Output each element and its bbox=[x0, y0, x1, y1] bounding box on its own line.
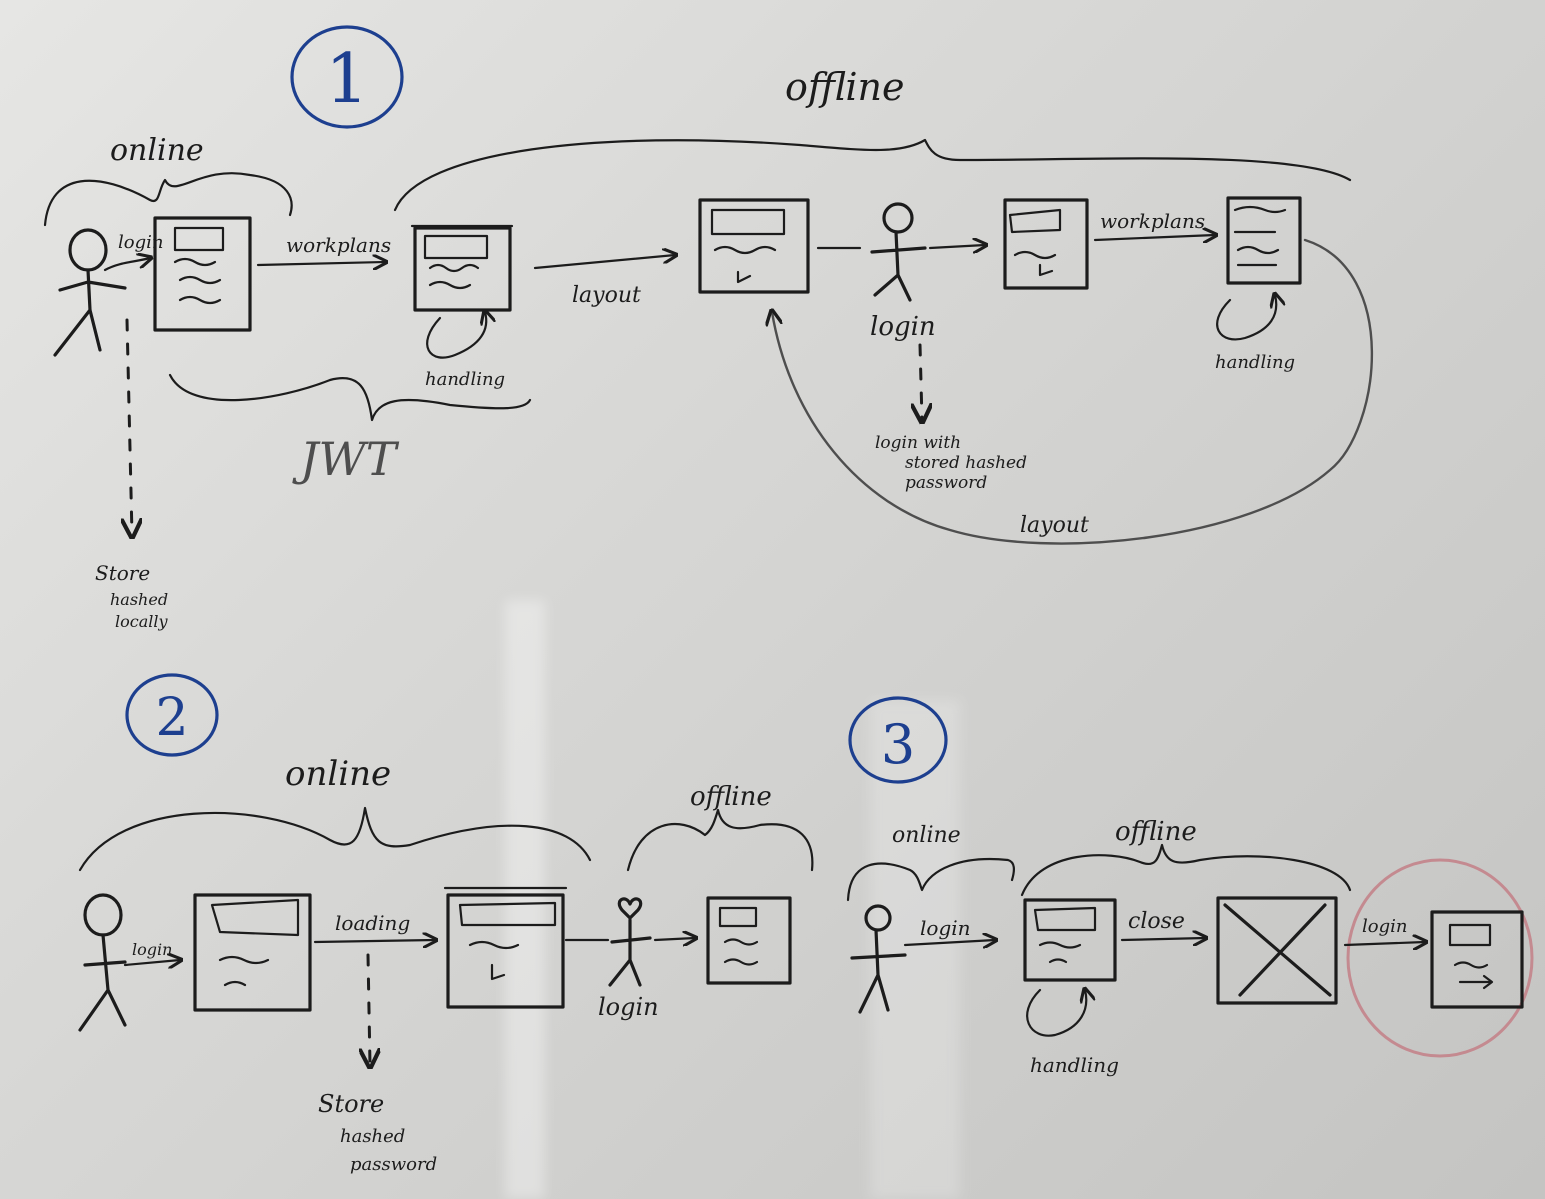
login-label-3b: login bbox=[1362, 916, 1407, 937]
layout-arrow-1 bbox=[533, 255, 675, 270]
store-label-2-line3: password bbox=[350, 1154, 437, 1175]
screen-online-3 bbox=[1023, 898, 1117, 982]
handling-label-2: handling bbox=[1215, 352, 1295, 373]
user-figure-2 bbox=[78, 893, 127, 1032]
workplans-arrow-2 bbox=[1093, 235, 1215, 240]
login-arrow-2 bbox=[123, 960, 180, 965]
online-brace bbox=[43, 172, 293, 227]
layout-label-2: layout bbox=[1020, 513, 1089, 538]
layout-loop-back bbox=[772, 238, 1374, 545]
close-label: close bbox=[1128, 909, 1185, 934]
jwt-label: JWT bbox=[292, 432, 400, 486]
login-arrow-3 bbox=[903, 940, 995, 945]
online-brace-2 bbox=[78, 806, 592, 872]
section-number-1-badge: 1 bbox=[290, 25, 404, 129]
user-figure-3 bbox=[850, 904, 907, 1014]
offline-brace-2 bbox=[626, 808, 814, 872]
light-reflection bbox=[870, 700, 960, 1199]
store-label-line2: hashed bbox=[110, 590, 168, 609]
section-number-1: 1 bbox=[325, 40, 368, 119]
login-label-3: login bbox=[920, 916, 971, 940]
store-label-line1: Store bbox=[95, 561, 150, 585]
screen-offline-workplans bbox=[1226, 196, 1302, 285]
diagram-2: 2 online offline login loading Store has… bbox=[78, 673, 814, 1175]
login-label-2-offline: login bbox=[598, 993, 659, 1021]
login-arrow-3b bbox=[1343, 942, 1425, 945]
screen-offline-login bbox=[1003, 198, 1089, 290]
offline-brace-3 bbox=[1020, 843, 1352, 897]
screen-offline-2 bbox=[706, 896, 792, 985]
login-label-offline: login bbox=[870, 312, 936, 342]
workplans-arrow-1 bbox=[256, 262, 385, 265]
screen-workplans bbox=[410, 224, 514, 312]
screen-login bbox=[153, 216, 252, 332]
section-number-3-badge: 3 bbox=[848, 696, 948, 784]
workplans-label-1: workplans bbox=[286, 233, 391, 257]
diagram-3: 3 online offline login handling close lo… bbox=[846, 696, 1534, 1077]
store-label-line3: locally bbox=[115, 612, 168, 631]
login-with-dashed-arrow bbox=[920, 343, 922, 420]
screen-offline-3 bbox=[1430, 910, 1524, 1009]
user-figure bbox=[53, 228, 127, 357]
store-dashed-arrow-2 bbox=[368, 953, 370, 1065]
screen-loading-2 bbox=[443, 886, 568, 1009]
offline-label-2: offline bbox=[690, 782, 772, 812]
loading-label: loading bbox=[335, 911, 410, 935]
layout-label-1: layout bbox=[572, 283, 641, 308]
screen-login-2 bbox=[193, 893, 312, 1012]
workplans-label-2: workplans bbox=[1100, 209, 1205, 233]
store-label-2-line2: hashed bbox=[340, 1126, 405, 1147]
online-label-3: online bbox=[892, 823, 961, 848]
login-with-label-line3: password bbox=[905, 473, 987, 493]
offline-brace bbox=[393, 138, 1352, 212]
section-number-3: 3 bbox=[881, 713, 915, 776]
jwt-brace bbox=[168, 373, 532, 422]
light-reflection bbox=[505, 600, 545, 1199]
login-arrow bbox=[103, 258, 150, 272]
offline-label-3: offline bbox=[1115, 817, 1197, 847]
diagram-1: 1 online offline login workplans bbox=[43, 25, 1374, 631]
user-figure-2-offline bbox=[608, 897, 652, 987]
login-label-2: login bbox=[132, 940, 172, 959]
handling-loop-2 bbox=[1216, 295, 1276, 341]
login-with-label-line2: stored hashed bbox=[905, 453, 1027, 473]
handling-label-3: handling bbox=[1030, 1053, 1119, 1077]
loading-arrow bbox=[313, 940, 435, 942]
close-arrow bbox=[1120, 938, 1205, 940]
online-brace-3 bbox=[846, 858, 1015, 902]
highlight-circle bbox=[1346, 858, 1534, 1058]
login-with-label-line1: login with bbox=[875, 433, 961, 453]
section-number-2-badge: 2 bbox=[125, 673, 219, 757]
handling-loop-3 bbox=[1026, 990, 1086, 1037]
handling-label-1: handling bbox=[425, 369, 505, 390]
section-number-2: 2 bbox=[155, 688, 188, 748]
login-arrow-offline bbox=[928, 245, 985, 248]
login-arrow-2-offline bbox=[653, 938, 695, 940]
login-label: login bbox=[118, 232, 163, 253]
offline-label: offline bbox=[785, 65, 904, 109]
online-label-2: online bbox=[285, 754, 391, 794]
handling-loop-1 bbox=[426, 312, 486, 359]
screen-layout bbox=[698, 198, 810, 294]
online-label: online bbox=[110, 133, 204, 168]
store-label-2-line1: Store bbox=[318, 1090, 384, 1118]
screen-closed bbox=[1216, 896, 1338, 1005]
user-figure-offline bbox=[870, 202, 927, 302]
store-dashed-arrow bbox=[127, 318, 132, 535]
